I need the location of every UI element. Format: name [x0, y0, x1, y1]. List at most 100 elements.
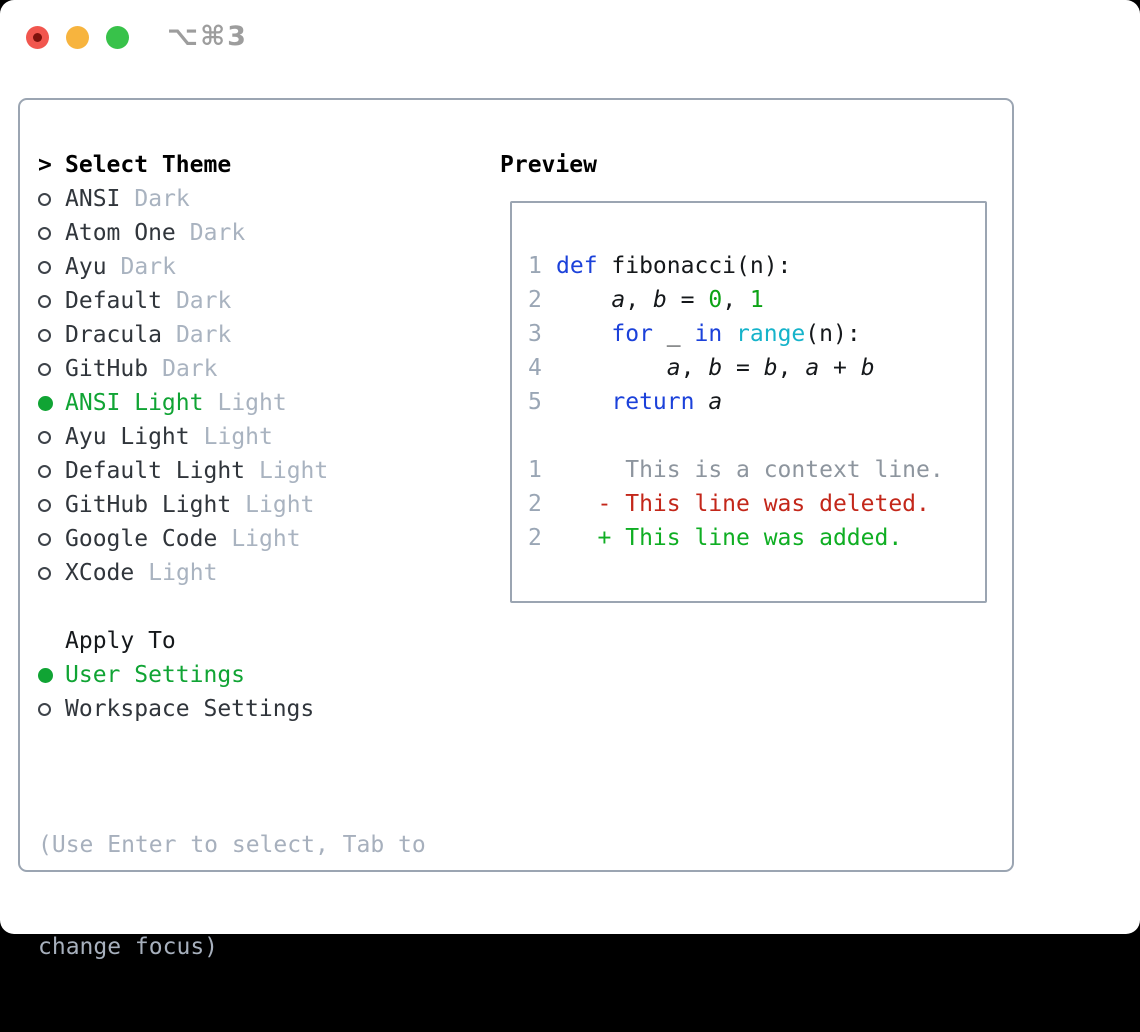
apply-option-user-settings[interactable]: User Settings	[38, 658, 426, 692]
radio-icon	[38, 464, 51, 478]
theme-option-default[interactable]: Default Dark	[38, 284, 426, 318]
option-variant: Light	[203, 424, 273, 450]
radio-icon	[38, 226, 51, 240]
diff-text: This is a context line.	[556, 457, 944, 483]
zoom-button[interactable]	[106, 26, 129, 49]
theme-option-ayu[interactable]: Ayu Dark	[38, 250, 426, 284]
theme-option-ansi-light[interactable]: ANSI Light Light	[38, 386, 426, 420]
code-text: a, b = 0, 1	[611, 287, 764, 313]
option-variant: Light	[245, 492, 315, 518]
line-number: 2	[528, 491, 542, 517]
option-label: Workspace Settings	[65, 696, 315, 722]
apply-to-header: Apply To	[38, 624, 426, 658]
radio-icon	[38, 430, 51, 444]
help-line-2: change focus)	[38, 934, 219, 960]
theme-option-atom-one[interactable]: Atom One Dark	[38, 216, 426, 250]
option-label: ANSI	[65, 186, 121, 212]
line-number: 3	[528, 321, 542, 347]
help-line-1: (Use Enter to select, Tab to	[38, 832, 426, 858]
option-label: GitHub Light	[65, 492, 232, 518]
theme-option-github-light[interactable]: GitHub Light Light	[38, 488, 426, 522]
close-button[interactable]	[26, 26, 49, 49]
theme-option-ansi[interactable]: ANSI Dark	[38, 182, 426, 216]
radio-icon	[38, 328, 51, 342]
code-line: 2 a, b = 0, 1	[528, 283, 985, 317]
diff-line: 1 This is a context line.	[528, 453, 985, 487]
option-label: GitHub	[65, 356, 149, 382]
option-label: XCode	[65, 560, 135, 586]
diff-line: 2 - This line was deleted.	[528, 487, 985, 521]
line-number: 1	[528, 457, 542, 483]
theme-option-default-light[interactable]: Default Light Light	[38, 454, 426, 488]
code-text: for _ in range(n):	[611, 321, 861, 347]
radio-icon	[38, 294, 51, 308]
radio-icon	[38, 192, 51, 206]
line-number: 2	[528, 287, 542, 313]
option-label: Ayu	[65, 254, 107, 280]
select-theme-title: Select Theme	[65, 152, 232, 178]
diff-text: - This line was deleted.	[556, 491, 930, 517]
code-line: 4 a, b = b, a + b	[528, 351, 985, 385]
code-line: 3 for _ in range(n):	[528, 317, 985, 351]
preview-title: Preview	[500, 152, 597, 178]
option-variant: Dark	[175, 322, 232, 348]
help-text: (Use Enter to select, Tab to change focu…	[38, 760, 426, 1032]
apply-to-title: Apply To	[65, 628, 176, 654]
option-variant: Dark	[120, 254, 176, 280]
option-label: ANSI Light	[65, 390, 204, 416]
radio-selected-icon	[38, 395, 53, 411]
radio-icon	[38, 260, 51, 274]
apply-option-workspace-settings[interactable]: Workspace Settings	[38, 692, 426, 726]
prompt-icon: >	[38, 152, 52, 178]
code-line: 1 def fibonacci(n):	[528, 249, 985, 283]
option-variant: Dark	[134, 186, 190, 212]
diff-line: 2 + This line was added.	[528, 521, 985, 555]
minimize-button[interactable]	[66, 26, 89, 49]
option-label: Google Code	[65, 526, 218, 552]
option-variant: Light	[259, 458, 329, 484]
radio-icon	[38, 532, 51, 546]
select-theme-header: > Select Theme	[38, 148, 426, 182]
option-variant: Light	[148, 560, 218, 586]
close-dot-icon	[33, 33, 42, 42]
theme-option-ayu-light[interactable]: Ayu Light Light	[38, 420, 426, 454]
preview-diff: 1 This is a context line.2 - This line w…	[528, 453, 985, 555]
option-label: User Settings	[65, 662, 246, 688]
theme-option-dracula[interactable]: Dracula Dark	[38, 318, 426, 352]
theme-option-xcode[interactable]: XCode Light	[38, 556, 426, 590]
line-number: 2	[528, 525, 542, 551]
option-variant: Dark	[189, 220, 246, 246]
line-number: 4	[528, 355, 542, 381]
radio-icon	[38, 362, 51, 376]
option-variant: Light	[231, 526, 301, 552]
option-variant: Dark	[175, 288, 232, 314]
code-text: return a	[611, 389, 723, 415]
code-text: a, b = b, a + b	[666, 355, 875, 381]
titlebar: ⌥⌘3	[0, 0, 1140, 74]
option-label: Default Light	[65, 458, 246, 484]
option-label: Default	[65, 288, 162, 314]
theme-option-google-code[interactable]: Google Code Light	[38, 522, 426, 556]
radio-icon	[38, 702, 51, 716]
code-line: 5 return a	[528, 385, 985, 419]
window-title: ⌥⌘3	[167, 21, 248, 52]
option-variant: Light	[217, 390, 287, 416]
option-variant: Dark	[162, 356, 218, 382]
option-label: Ayu Light	[65, 424, 190, 450]
radio-selected-icon	[38, 667, 53, 683]
line-number: 1	[528, 253, 542, 279]
code-text: def fibonacci(n):	[556, 253, 792, 279]
diff-text: + This line was added.	[556, 525, 903, 551]
radio-icon	[38, 498, 51, 512]
option-label: Atom One	[65, 220, 176, 246]
theme-option-github[interactable]: GitHub Dark	[38, 352, 426, 386]
option-label: Dracula	[65, 322, 162, 348]
